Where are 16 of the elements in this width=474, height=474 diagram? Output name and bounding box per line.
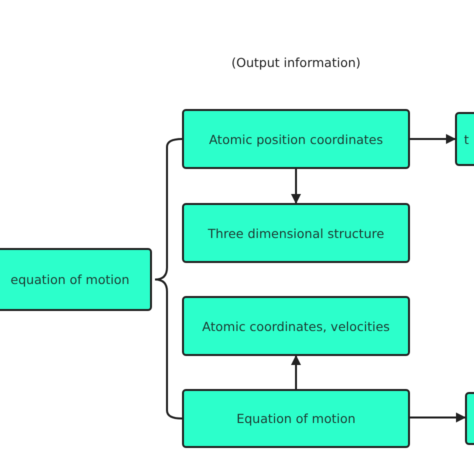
section-heading: (Output information) [231,55,361,70]
box-label: equation of motion [10,272,130,287]
arrow [410,134,456,144]
box-label: Equation of motion [236,411,356,426]
process-box [0,248,152,311]
arrow [291,355,301,389]
arrow [410,412,466,422]
box-label: Atomic position coordinates [208,132,384,146]
process-box [182,296,410,356]
box-label: Three dimensional structure [208,226,384,240]
process-box [182,109,410,169]
process-box [182,203,410,263]
box-label: t [464,132,469,146]
box-label: Atomic coordinates, velocities [202,318,390,334]
process-box [182,389,410,448]
arrow [291,169,301,204]
